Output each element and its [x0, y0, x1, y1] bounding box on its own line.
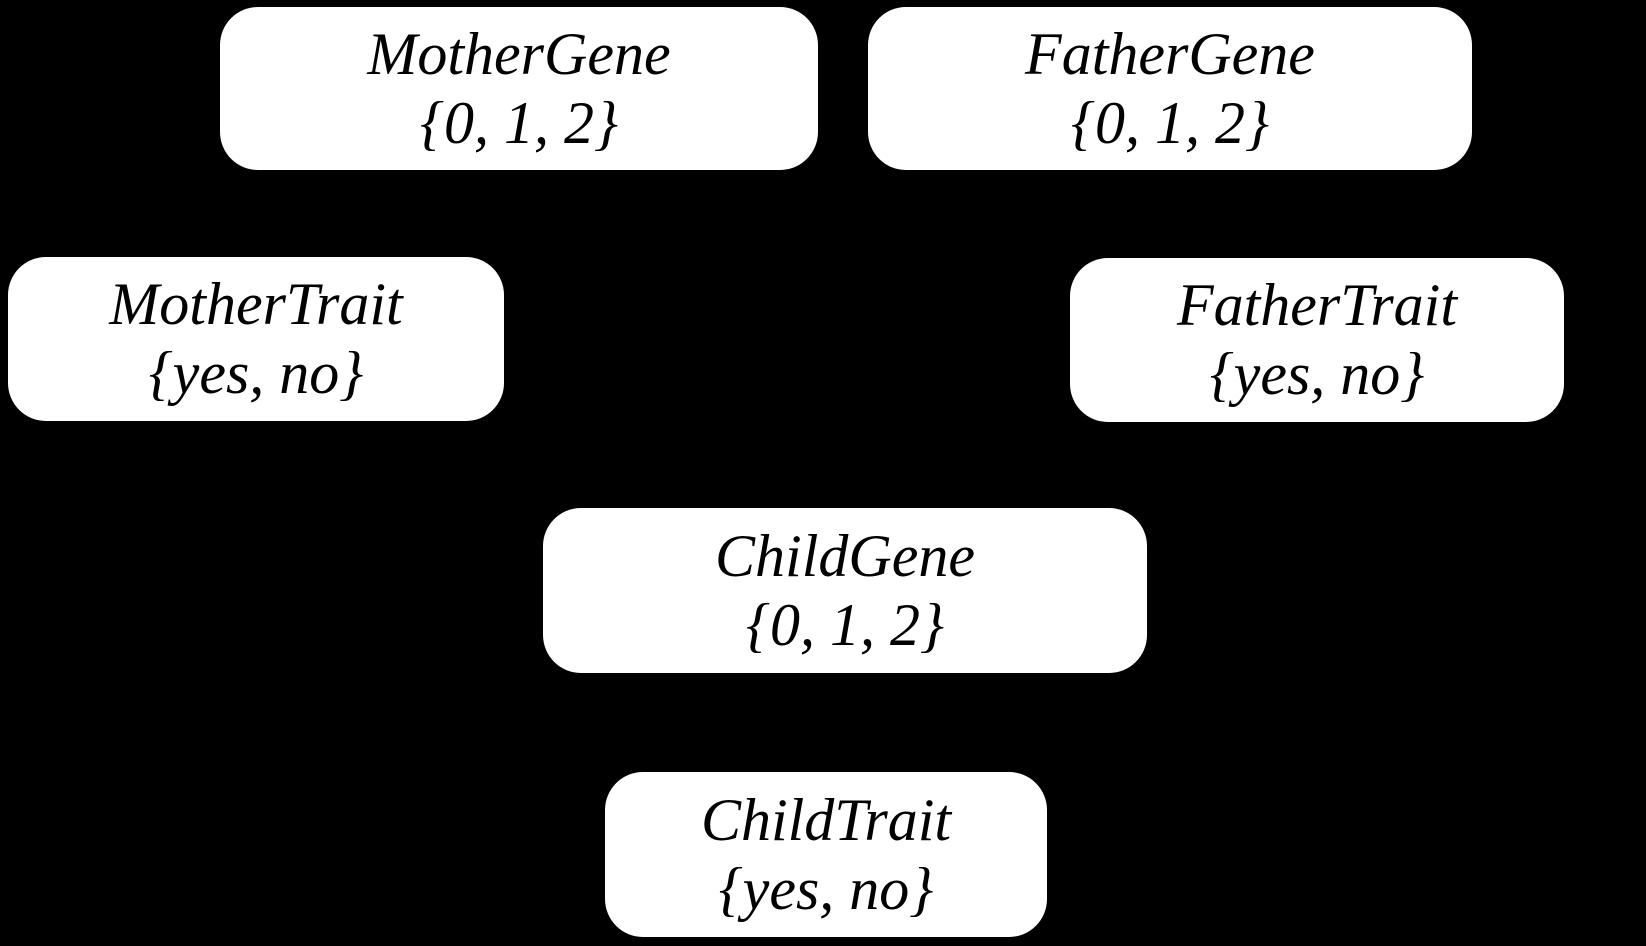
- node-label: MotherTrait: [109, 271, 403, 337]
- node-label: ChildTrait: [700, 786, 952, 853]
- node-mother-gene: MotherGene {0, 1, 2}: [220, 7, 818, 170]
- node-label: ChildGene: [715, 522, 975, 589]
- node-child-gene: ChildGene {0, 1, 2}: [543, 508, 1147, 673]
- node-values: {yes, no}: [718, 855, 934, 922]
- node-father-gene: FatherGene {0, 1, 2}: [868, 7, 1472, 170]
- node-values: {0, 1, 2}: [746, 591, 944, 658]
- node-child-trait: ChildTrait {yes, no}: [605, 772, 1047, 937]
- node-values: {yes, no}: [1209, 341, 1425, 407]
- node-label: FatherGene: [1025, 20, 1315, 87]
- node-father-trait: FatherTrait {yes, no}: [1070, 258, 1564, 422]
- node-values: {0, 1, 2}: [420, 89, 618, 156]
- node-label: FatherTrait: [1176, 272, 1458, 338]
- node-values: {yes, no}: [148, 340, 364, 406]
- node-label: MotherGene: [367, 20, 671, 87]
- node-mother-trait: MotherTrait {yes, no}: [8, 257, 504, 421]
- node-values: {0, 1, 2}: [1071, 89, 1269, 156]
